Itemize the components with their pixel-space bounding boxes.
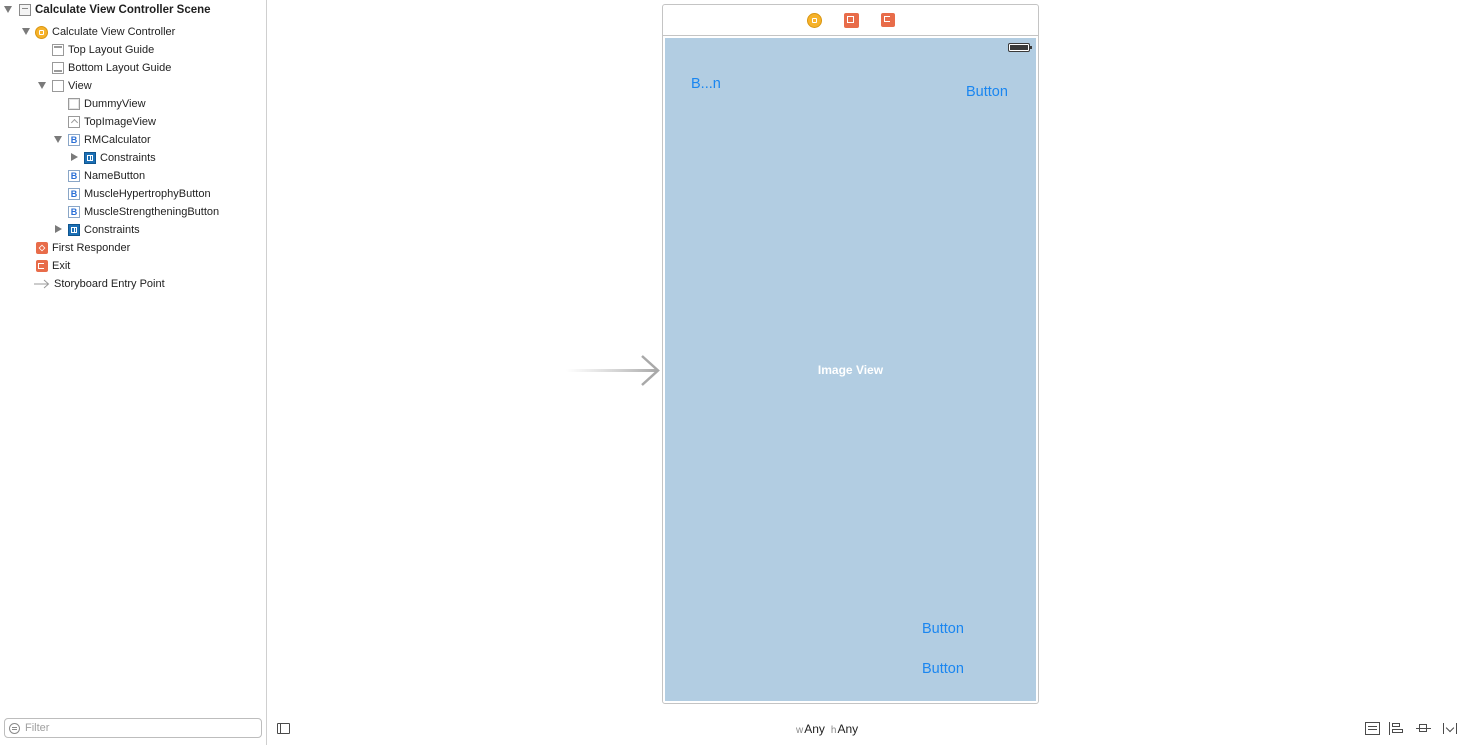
- tree-row-bottom-layout-guide[interactable]: Bottom Layout Guide: [52, 59, 171, 77]
- tree-row-label: TopImageView: [84, 116, 156, 128]
- image-view-label: Image View: [817, 363, 884, 377]
- tree-row-storyboard-entry-point[interactable]: Storyboard Entry Point: [34, 275, 165, 293]
- stack-icon[interactable]: [1365, 722, 1380, 735]
- tree-row-label: Top Layout Guide: [68, 44, 155, 56]
- layout-guide-icon: [52, 44, 64, 56]
- tree-row-topimageview[interactable]: TopImageView: [68, 113, 156, 131]
- align-icon[interactable]: [1389, 722, 1404, 735]
- tree-row-label: Storyboard Entry Point: [54, 278, 165, 290]
- height-value: Any: [837, 722, 859, 736]
- tree-row-label: First Responder: [52, 242, 131, 254]
- view-icon: [68, 98, 80, 110]
- disclosure-triangle-icon[interactable]: [22, 28, 30, 35]
- exit-icon[interactable]: [881, 13, 895, 27]
- tree-row-view[interactable]: View: [38, 77, 92, 95]
- tree-row-musclehypertrophybutton[interactable]: B MuscleHypertrophyButton: [68, 185, 211, 203]
- exit-icon: [36, 260, 48, 272]
- button-icon: B: [68, 170, 80, 182]
- resolve-auto-layout-icon[interactable]: [1443, 722, 1458, 735]
- disclosure-triangle-icon[interactable]: [38, 82, 46, 89]
- scene-dock: [663, 5, 1038, 36]
- filter-field[interactable]: [4, 718, 262, 738]
- tree-row-rmcalculator[interactable]: B RMCalculator: [54, 131, 151, 149]
- view-controller-icon[interactable]: [807, 13, 822, 28]
- tree-row-constraints-inner[interactable]: Constraints: [70, 149, 156, 167]
- image-view[interactable]: B...n Button Image View Button Button: [665, 38, 1036, 701]
- button-icon: B: [68, 188, 80, 200]
- view-controller-icon: [35, 25, 48, 39]
- pin-icon[interactable]: [1416, 722, 1431, 735]
- rm-calculator-button[interactable]: Button: [966, 84, 1008, 100]
- tree-row-label: DummyView: [84, 98, 146, 110]
- filter-icon: [9, 722, 20, 734]
- view-icon: [52, 80, 64, 92]
- first-responder-icon[interactable]: [844, 13, 859, 28]
- tree-row-label: Calculate View Controller: [52, 26, 176, 38]
- constraints-icon: [84, 152, 96, 164]
- disclosure-triangle-icon[interactable]: [4, 6, 12, 13]
- muscle-strengthening-button[interactable]: Button: [922, 661, 964, 677]
- height-prefix: h: [830, 725, 837, 736]
- first-responder-icon: [36, 242, 48, 254]
- tree-row-constraints[interactable]: Constraints: [54, 221, 140, 239]
- tree-row-label: Constraints: [100, 152, 156, 164]
- tree-row-label: View: [68, 80, 92, 92]
- button-icon: B: [68, 206, 80, 218]
- name-button[interactable]: B...n: [691, 76, 721, 92]
- storyboard-entry-arrow-icon[interactable]: [566, 354, 662, 386]
- tree-row-label: Exit: [52, 260, 71, 272]
- storyboard-canvas[interactable]: B...n Button Image View Button Button: [268, 0, 1465, 745]
- tree-row-exit[interactable]: Exit: [36, 257, 70, 275]
- tree-row-label: Constraints: [84, 224, 140, 236]
- layout-guide-icon: [52, 62, 64, 74]
- tree-row-label: MuscleStrengtheningButton: [84, 206, 220, 218]
- filter-input[interactable]: [25, 722, 245, 734]
- tree-row-label: Bottom Layout Guide: [68, 62, 172, 74]
- scene-frame[interactable]: B...n Button Image View Button Button: [662, 4, 1039, 704]
- muscle-hypertrophy-button[interactable]: Button: [922, 621, 964, 637]
- tree-row-top-layout-guide[interactable]: Top Layout Guide: [52, 41, 154, 59]
- tree-row-label: RMCalculator: [84, 134, 151, 146]
- tree-row-label: MuscleHypertrophyButton: [84, 188, 211, 200]
- tree-row-scene[interactable]: Calculate View Controller Scene: [4, 1, 211, 19]
- document-outline: Calculate View Controller Scene Calculat…: [0, 0, 267, 745]
- width-value: Any: [804, 722, 825, 736]
- toggle-outline-icon[interactable]: [277, 723, 290, 734]
- scene-icon: [19, 4, 31, 16]
- tree-row-first-responder[interactable]: First Responder: [36, 239, 130, 257]
- button-icon: B: [68, 134, 80, 146]
- arrow-right-icon: [34, 278, 50, 290]
- tree-row-dummyview[interactable]: DummyView: [68, 95, 146, 113]
- tree-row-label: NameButton: [84, 170, 146, 182]
- disclosure-triangle-icon[interactable]: [54, 136, 62, 143]
- constraints-icon: [68, 224, 80, 236]
- battery-icon: [1008, 43, 1032, 52]
- tree-row-namebutton[interactable]: B NameButton: [68, 167, 145, 185]
- tree-row-label: Calculate View Controller Scene: [35, 4, 211, 16]
- disclosure-triangle-icon[interactable]: [71, 153, 78, 161]
- tree-row-musclestrengtheningbutton[interactable]: B MuscleStrengtheningButton: [68, 203, 219, 221]
- width-prefix: w: [796, 725, 804, 736]
- disclosure-triangle-icon[interactable]: [55, 225, 62, 233]
- tree-row-view-controller[interactable]: Calculate View Controller: [22, 23, 175, 41]
- image-view-icon: [68, 116, 80, 128]
